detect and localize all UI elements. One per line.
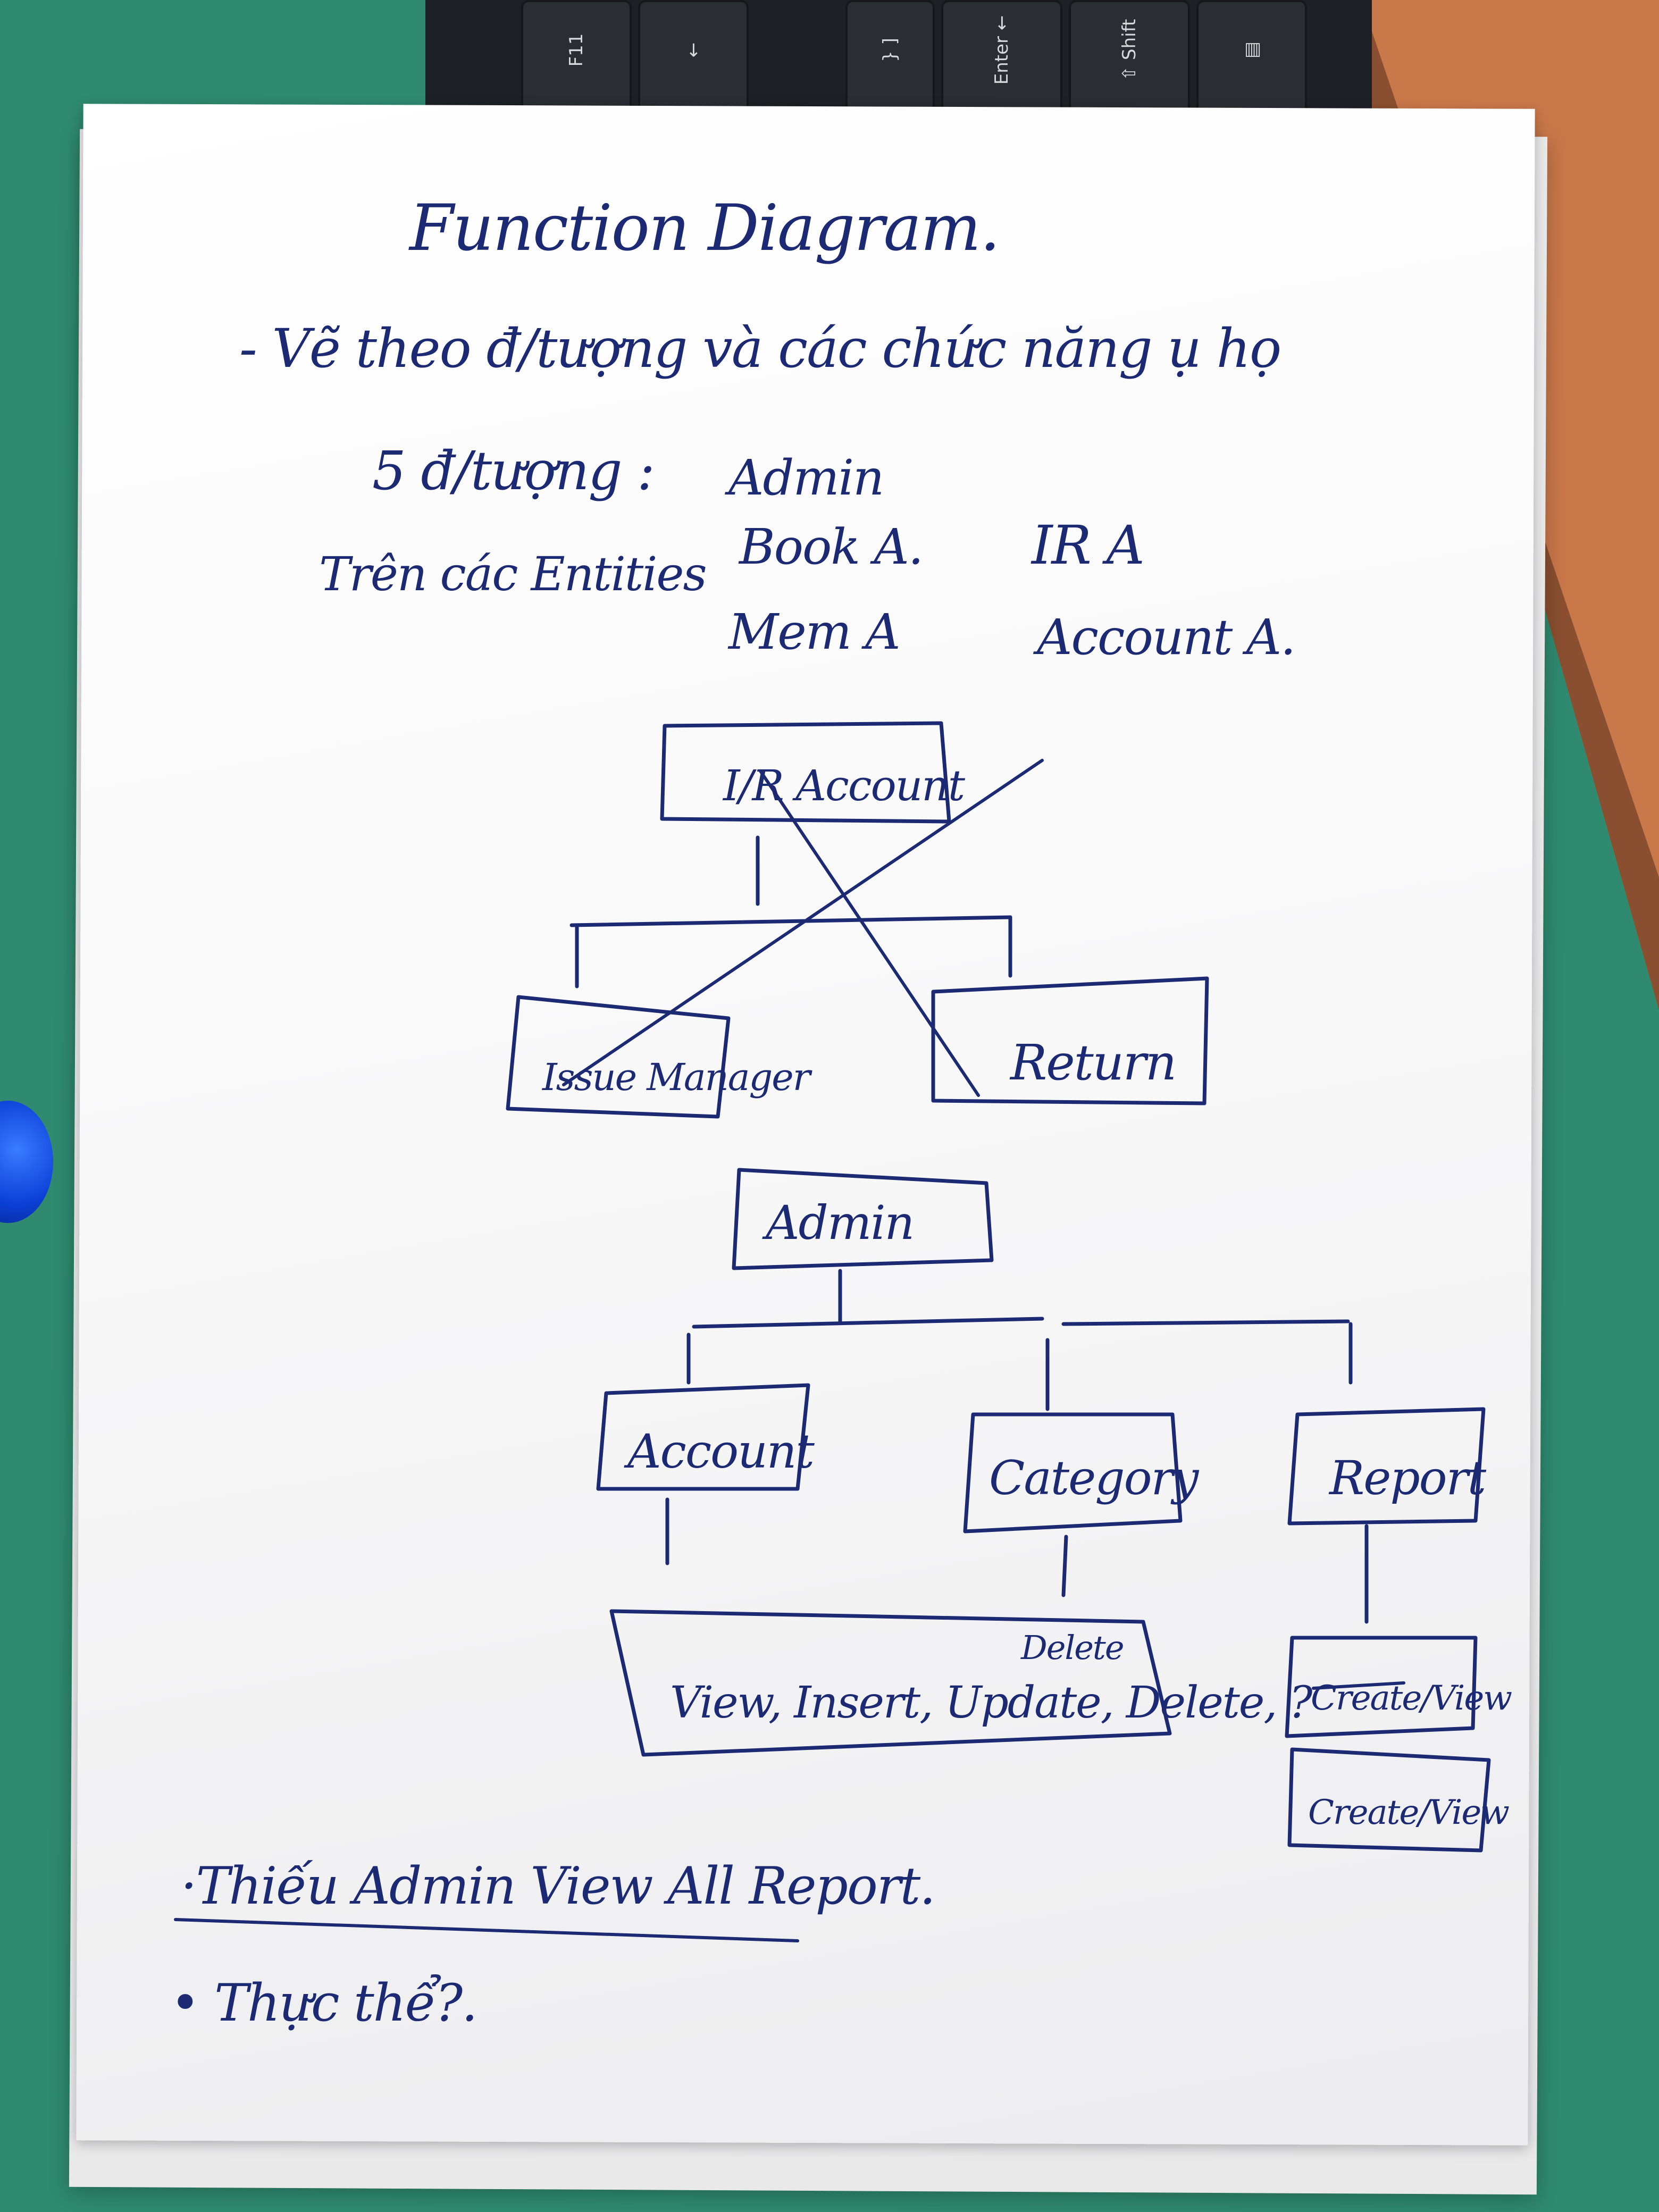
bullet-missing-report: ·Thiếu Admin View All Report. [181, 1856, 935, 1916]
return-box [931, 976, 1209, 1105]
actors-label: 5 đ/tượng : [372, 440, 654, 502]
note-line1: - Vẽ theo đ/tượng và các chức năng ụ họ [239, 317, 1280, 380]
cross-out-line-1 [562, 759, 1044, 1086]
account-label: Account [624, 1424, 815, 1479]
operations-correction: Delete [1020, 1628, 1124, 1667]
report-op-label-2: Create/View [1308, 1793, 1509, 1832]
admin-box [732, 1168, 994, 1270]
actor-admin: Admin [724, 449, 883, 506]
admin-horizontal-connector [692, 1317, 1350, 1329]
actor-mem: Mem A [727, 604, 900, 660]
report-op-box-1 [1285, 1636, 1478, 1738]
tiled-floor [1319, 0, 1659, 1010]
report-op-box-2 [1287, 1747, 1491, 1853]
key-bracket: } ] [845, 0, 935, 127]
actor-account: Account A. [1033, 609, 1295, 666]
bullet-underline [174, 1918, 799, 1942]
actor-book: Book A. [738, 518, 923, 575]
cross-out-line-2 [759, 769, 980, 1097]
report-op-label-1: Create/View [1311, 1679, 1512, 1718]
ir-horizontal-connector [569, 915, 1012, 927]
return-label: Return [1009, 1034, 1176, 1091]
category-box [963, 1412, 1183, 1534]
report-op-strike [1312, 1681, 1405, 1690]
diagram-admin: Admin Account Category Report View, Inse… [596, 1168, 1513, 1853]
operations-label: View, Insert, Update, Delete, ? [670, 1678, 1313, 1728]
diagram-ir-account: I/R Account Issue Manager Return [506, 721, 1209, 1119]
admin-label: Admin [762, 1195, 914, 1250]
report-box [1287, 1407, 1486, 1526]
category-label: Category [989, 1451, 1200, 1505]
account-box [596, 1383, 810, 1491]
ir-account-label: I/R Account [722, 761, 966, 810]
note-title: Function Diagram. [408, 191, 999, 265]
issue-manager-label: Issue Manager [541, 1055, 812, 1099]
child-connectors [665, 1497, 1369, 1624]
operations-box [609, 1609, 1172, 1757]
entities-label: Trên các Entities [319, 547, 706, 601]
issue-manager-box [506, 995, 731, 1119]
bullet-entities: • Thực thể?. [170, 1973, 477, 2033]
report-label: Report [1328, 1451, 1487, 1505]
actor-ir: IR A [1030, 514, 1144, 576]
admin-drops [686, 1322, 1353, 1411]
